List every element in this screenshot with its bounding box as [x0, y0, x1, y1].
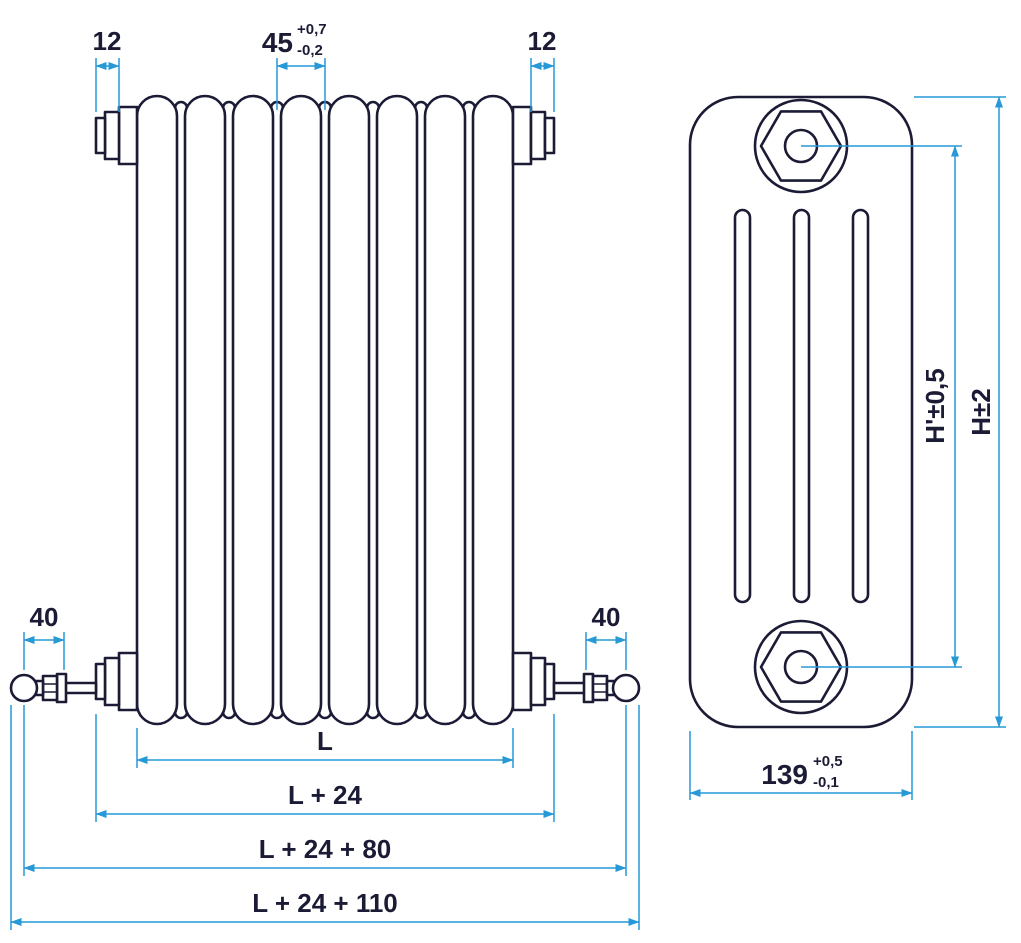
radiator-tube [183, 94, 227, 726]
plug-top-right [511, 105, 556, 166]
valve-flange [55, 672, 68, 704]
dimension-L-24-110: L + 24 + 110 [10, 705, 640, 930]
radiator-tube [423, 94, 467, 726]
plug-bottom-right [511, 651, 556, 712]
radiator-tube [327, 94, 371, 726]
dim-L-label: L [317, 726, 333, 756]
dim-40-left-label: 40 [30, 602, 59, 632]
dim-139-tol-plus: +0,5 [813, 753, 843, 770]
plug-body [529, 656, 547, 707]
dimension-45-pitch: 45 +0,7 -0,2 [262, 21, 327, 110]
side-view: H'±0,5 H±2 139 +0,5 -0,1 [688, 95, 1006, 800]
dimension-L-24: L + 24 [95, 714, 555, 822]
dim-12-right-label: 12 [528, 26, 557, 56]
plug-flange [511, 651, 533, 712]
plug-body [103, 656, 121, 707]
valve-hex-body [41, 674, 59, 702]
valve-left [9, 672, 98, 704]
dim-L-24-label: L + 24 [288, 780, 363, 810]
valve-flange [582, 672, 595, 704]
dim-12-left-label: 12 [93, 26, 122, 56]
plug-cap [94, 116, 107, 155]
valve-right [552, 672, 641, 704]
plug-body [529, 110, 547, 161]
plug-body [103, 110, 121, 161]
plug-cap [543, 662, 556, 701]
plug-cap [94, 662, 107, 701]
dimension-L: L [136, 726, 514, 768]
plug-flange [511, 105, 533, 166]
dim-h-prime-label: H'±0,5 [920, 368, 950, 443]
valve-hex-body [591, 674, 609, 702]
front-view: 12 12 45 +0,7 -0,2 40 [9, 21, 641, 930]
radiator-tube [279, 94, 323, 726]
dimension-h-prime: H'±0,5 [801, 145, 962, 668]
valve-ball [9, 673, 39, 703]
dimension-L-24-80: L + 24 + 80 [23, 705, 627, 876]
dim-45-tol-minus: -0,2 [297, 42, 323, 59]
dim-h-label: H±2 [966, 388, 996, 436]
side-groove [792, 208, 811, 604]
dim-45-label: 45 [262, 27, 293, 58]
radiator-tube [231, 94, 275, 726]
plug-bottom-left [94, 651, 139, 712]
side-groove [733, 208, 752, 604]
radiator-tube [471, 94, 515, 726]
valve-pipe [552, 681, 588, 695]
radiator-tube [375, 94, 419, 726]
dimension-139-depth: 139 +0,5 -0,1 [689, 731, 913, 800]
dimension-12-left: 12 [93, 26, 122, 112]
dim-L-24-110-label: L + 24 + 110 [252, 888, 398, 918]
dim-45-tol-plus: +0,7 [297, 21, 327, 38]
dim-40-right-label: 40 [592, 602, 621, 632]
valve-pipe [62, 681, 98, 695]
valve-ball [611, 673, 641, 703]
plug-top-left [94, 105, 139, 166]
plug-flange [117, 651, 139, 712]
side-groove [851, 208, 870, 604]
dim-L-24-80-label: L + 24 + 80 [259, 834, 392, 864]
radiator-tube [135, 94, 179, 726]
dimension-40-left: 40 [23, 602, 65, 670]
dimension-h: H±2 [914, 96, 1006, 728]
dim-139-label: 139 [761, 759, 808, 790]
dim-139-tol-minus: -0,1 [813, 774, 839, 791]
plug-cap [543, 116, 556, 155]
plug-flange [117, 105, 139, 166]
side-grooves [733, 208, 870, 604]
dimension-12-right: 12 [528, 26, 557, 112]
dimension-40-right: 40 [585, 602, 627, 670]
front-tubes [135, 94, 515, 726]
